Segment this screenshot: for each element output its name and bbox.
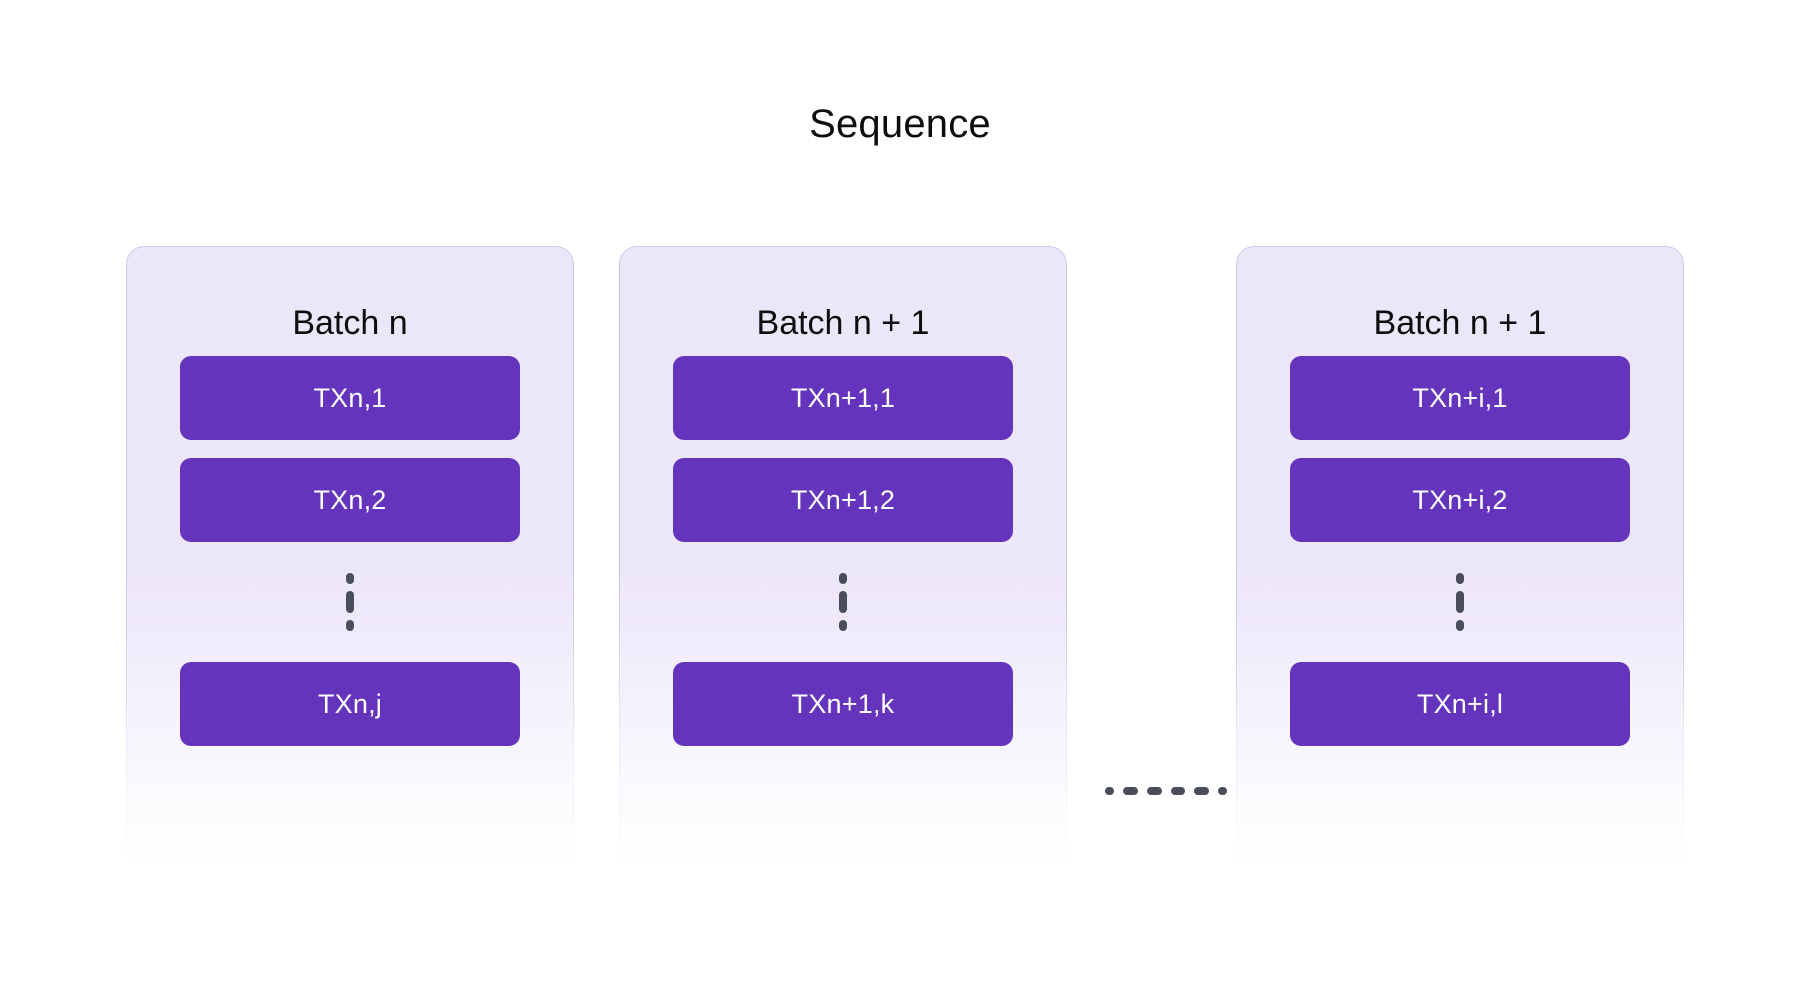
transaction-pill[interactable]: TXn+1,2 bbox=[673, 458, 1013, 542]
transaction-pill[interactable]: TXn+i,2 bbox=[1290, 458, 1630, 542]
batch-row: Batch n TXn,1 TXn,2 TXn,j Batch n + 1 TX… bbox=[0, 246, 1800, 886]
batch-card-2[interactable]: Batch n + 1 TXn+i,1 TXn+i,2 TXn+i,l bbox=[1236, 246, 1684, 866]
ellipsis-dash bbox=[346, 573, 354, 584]
batch-title: Batch n bbox=[292, 304, 408, 342]
connector-dash bbox=[1194, 787, 1209, 795]
transaction-pill[interactable]: TXn+i,1 bbox=[1290, 356, 1630, 440]
transaction-pill[interactable]: TXn,1 bbox=[180, 356, 520, 440]
batch-title: Batch n + 1 bbox=[756, 304, 930, 342]
vertical-ellipsis-icon bbox=[180, 560, 520, 644]
connector-dash bbox=[1217, 787, 1227, 795]
transaction-pill[interactable]: TXn+1,k bbox=[673, 662, 1013, 746]
vertical-ellipsis-icon bbox=[1290, 560, 1630, 644]
batch-card-0[interactable]: Batch n TXn,1 TXn,2 TXn,j bbox=[126, 246, 574, 866]
ellipsis-dash bbox=[346, 591, 354, 613]
transaction-stack: TXn,1 TXn,2 TXn,j bbox=[180, 356, 520, 764]
transaction-pill[interactable]: TXn+i,l bbox=[1290, 662, 1630, 746]
ellipsis-dash bbox=[346, 620, 354, 631]
batch-card-1[interactable]: Batch n + 1 TXn+1,1 TXn+1,2 TXn+1,k bbox=[619, 246, 1067, 866]
dashed-connector-icon bbox=[1105, 786, 1227, 796]
ellipsis-dash bbox=[1456, 620, 1464, 631]
transaction-pill[interactable]: TXn+1,1 bbox=[673, 356, 1013, 440]
transaction-stack: TXn+1,1 TXn+1,2 TXn+1,k bbox=[673, 356, 1013, 764]
connector-dash bbox=[1170, 787, 1186, 795]
ellipsis-dash bbox=[839, 573, 847, 584]
connector-dash bbox=[1105, 787, 1115, 795]
transaction-stack: TXn+i,1 TXn+i,2 TXn+i,l bbox=[1290, 356, 1630, 764]
ellipsis-dash bbox=[1456, 573, 1464, 584]
page-title: Sequence bbox=[809, 102, 991, 146]
vertical-ellipsis-icon bbox=[673, 560, 1013, 644]
connector-dash bbox=[1123, 787, 1138, 795]
ellipsis-dash bbox=[839, 591, 847, 613]
ellipsis-dash bbox=[839, 620, 847, 631]
batch-title: Batch n + 1 bbox=[1373, 304, 1547, 342]
connector-dash bbox=[1146, 787, 1162, 795]
ellipsis-dash bbox=[1456, 591, 1464, 613]
transaction-pill[interactable]: TXn,2 bbox=[180, 458, 520, 542]
transaction-pill[interactable]: TXn,j bbox=[180, 662, 520, 746]
